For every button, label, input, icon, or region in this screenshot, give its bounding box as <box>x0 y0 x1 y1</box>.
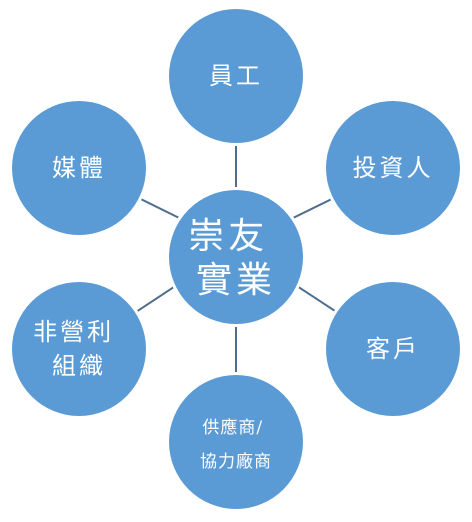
node-suppliers: 供應商/ 協力廠商 <box>166 372 306 512</box>
node-customers-label: 客戶 <box>366 335 420 363</box>
node-center-label: 崇友 實業 <box>188 216 283 301</box>
node-investors: 投資人 <box>323 98 463 238</box>
node-employees-label: 員工 <box>209 62 263 90</box>
node-nonprofits: 非營利 組織 <box>9 279 149 419</box>
node-media-label: 媒體 <box>52 154 106 182</box>
node-employees: 員工 <box>166 6 306 146</box>
node-nonprofits-label: 非營利 組織 <box>33 318 125 380</box>
node-customers: 客戶 <box>323 279 463 419</box>
node-center: 崇友 實業 <box>166 187 306 327</box>
node-investors-label: 投資人 <box>353 154 434 182</box>
node-media: 媒體 <box>9 98 149 238</box>
node-suppliers-label: 供應商/ 協力廠商 <box>200 417 272 472</box>
